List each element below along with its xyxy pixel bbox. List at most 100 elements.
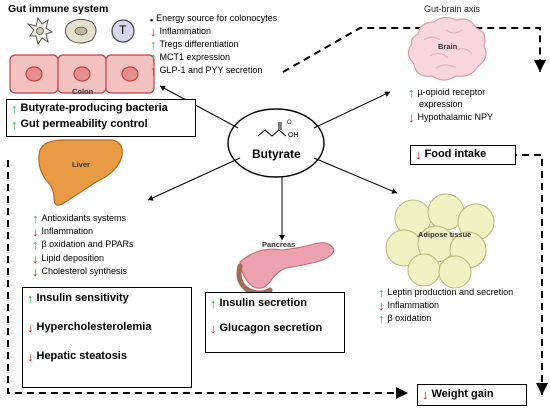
dashed-arrow-food-to-weight <box>510 154 543 393</box>
up-arrow-icon: ↑ <box>27 291 34 306</box>
item-text: Inflammation <box>387 300 440 310</box>
list-item: ↓Hypercholesterolemia <box>27 319 187 335</box>
bullet-icon: • <box>150 15 154 25</box>
list-item: ↑Tregs differentiation <box>150 38 277 51</box>
item-text: Glucagon secretion <box>219 322 323 334</box>
butyrate-ellipse <box>227 108 325 178</box>
up-arrow-icon: ↑ <box>210 296 217 311</box>
up-arrow-icon: ↑ <box>11 101 18 116</box>
item-text: Tregs differentiation <box>159 39 239 49</box>
macrophage-icon <box>64 18 97 44</box>
up-arrow-icon: ↑ <box>150 63 157 78</box>
up-arrow-icon: ↑ <box>150 50 157 65</box>
item-text: µ-opioid receptor <box>417 87 486 97</box>
list-item: ↑MCT1 expression <box>150 51 277 64</box>
colon-epithelium-icon <box>9 54 155 94</box>
arrow-to-liver <box>147 157 241 201</box>
list-item: ↑Insulin sensitivity <box>27 290 187 306</box>
down-arrow-icon: ↓ <box>150 24 157 39</box>
brain-icon <box>407 16 487 81</box>
down-arrow-icon: ↓ <box>32 263 39 279</box>
list-item: ↓Inflammation <box>32 225 134 238</box>
up-arrow-icon: ↑ <box>32 237 39 253</box>
gut-immune-title: Gut immune system <box>8 3 109 15</box>
item-text: Food intake <box>424 148 487 160</box>
item-text: Insulin sensitivity <box>36 292 129 304</box>
up-arrow-icon: ↑ <box>378 285 385 300</box>
down-arrow-icon: ↓ <box>32 250 39 266</box>
down-arrow-icon: ↓ <box>32 224 39 240</box>
item-text: Inflammation <box>41 226 94 237</box>
item-text: β oxidation and PPARs <box>41 239 134 250</box>
gut-brain-title: Gut-brain axis <box>424 4 481 14</box>
liver-effects-list: ↑Antioxidants systems↓Inflammation↑β oxi… <box>32 212 134 278</box>
up-arrow-icon: ↑ <box>150 37 157 52</box>
up-arrow-icon: ↑ <box>32 211 39 226</box>
food-intake-box: ↓Food intake <box>410 145 516 165</box>
pancreas-icon <box>236 242 335 296</box>
item-text: Hypercholesterolemia <box>36 321 152 333</box>
item-text: Cholesterol synthesis <box>41 265 128 276</box>
list-item: ↑β oxidation <box>378 312 513 325</box>
up-arrow-icon: ↑ <box>408 85 415 100</box>
item-text: Hepatic steatosis <box>36 350 127 362</box>
item-text: Butyrate-producing bacteria <box>20 102 168 114</box>
adipose-effects-list: ↑Leptin production and secretion↓Inflamm… <box>378 286 513 325</box>
chem-o: O <box>287 120 292 126</box>
box-item: ↓Weight gain <box>422 385 522 404</box>
list-item: •Energy source for colonocytes <box>150 12 277 25</box>
list-item: ↑GLP-1 and PYY secretion <box>150 64 277 77</box>
item-text: Energy source for colonocytes <box>156 13 278 23</box>
item-text: Hypothalamic NPY <box>417 111 494 122</box>
down-arrow-icon: ↓ <box>27 349 34 364</box>
dashed-arrow-gut-brain <box>282 27 546 73</box>
liver-icon <box>38 139 123 206</box>
dashed-arrow-left-to-weight <box>7 160 408 399</box>
list-item: ↑Butyrate-producing bacteria <box>11 101 191 117</box>
liver-label: Liver <box>72 160 90 169</box>
adipose-label: Adipose tissue <box>418 230 472 239</box>
butyrate-structure-icon <box>257 122 287 137</box>
arrow-to-gut <box>159 85 239 129</box>
pancreas-label: Pancreas <box>262 240 296 249</box>
weight-gain-box: ↓Weight gain <box>417 384 527 406</box>
down-arrow-icon: ↓ <box>378 298 385 313</box>
list-item: ↓Cholesterol synthesis <box>32 265 134 278</box>
list-item: ↑Insulin secretion <box>210 295 340 311</box>
box-item: ↓Food intake <box>415 146 511 163</box>
list-item: ↑Antioxidants systems <box>32 212 134 225</box>
down-arrow-icon: ↓ <box>422 387 429 402</box>
adipose-tissue-icon <box>385 193 495 289</box>
item-text: Leptin production and secretion <box>387 287 514 297</box>
list-item: ↓Glucagon secretion <box>210 320 340 336</box>
list-item: ↑Gut permeability control <box>11 117 191 133</box>
gut-effects-list: •Energy source for colonocytes↓Inflammat… <box>150 12 277 77</box>
item-text: Gut permeability control <box>20 117 148 130</box>
arrow-to-brain <box>313 91 391 129</box>
item-text: Insulin secretion <box>219 297 307 309</box>
down-arrow-icon: ↓ <box>210 321 217 336</box>
list-item: ↓Lipid deposition <box>32 252 134 265</box>
item-text: Antioxidants systems <box>41 213 127 223</box>
item-text: Weight gain <box>431 388 494 400</box>
item-text: Lipid deposition <box>41 252 105 263</box>
t-cell-icon <box>111 19 135 43</box>
down-arrow-icon: ↓ <box>415 147 422 162</box>
down-arrow-icon: ↓ <box>27 320 34 335</box>
item-text-continued: expression <box>419 99 463 109</box>
list-item: ↑Leptin production and secretion <box>378 286 513 299</box>
brain-label: Brain <box>438 42 458 51</box>
liver-box: ↑Insulin sensitivity↓Hypercholesterolemi… <box>22 287 192 388</box>
list-item: ↓Inflammation <box>378 299 513 312</box>
item-text: GLP-1 and PYY secretion <box>159 65 263 75</box>
list-item: ↓Hepatic steatosis <box>27 348 187 364</box>
list-item: ↑β oxidation and PPARs <box>32 238 134 251</box>
down-arrow-icon: ↓ <box>408 109 415 125</box>
arrow-to-adipose <box>313 157 398 194</box>
item-text: β oxidation <box>387 313 432 323</box>
item-text: MCT1 expression <box>159 52 231 62</box>
list-item: ↑µ-opioid receptor <box>408 86 493 99</box>
